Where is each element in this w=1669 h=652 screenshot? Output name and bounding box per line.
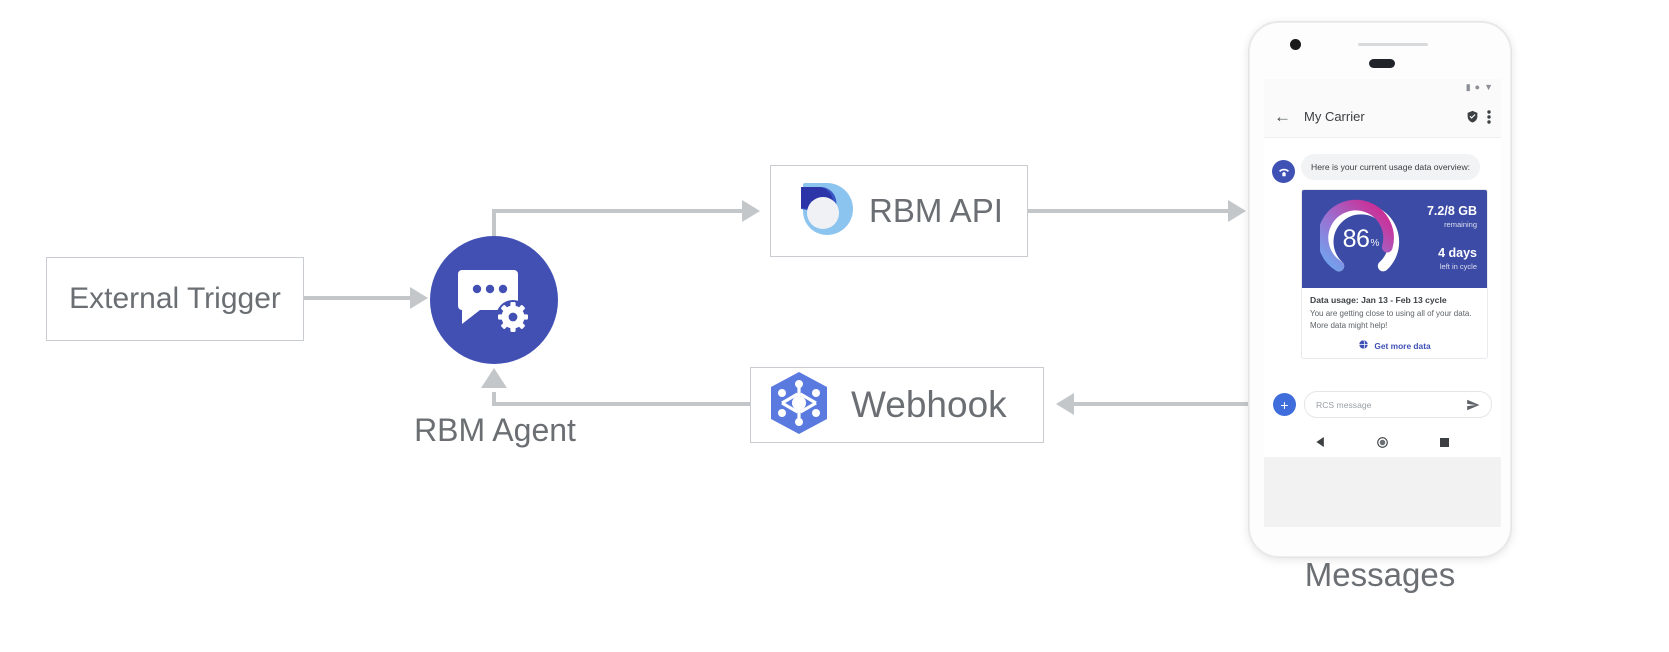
nav-bar: [1264, 427, 1501, 457]
arrow-phone-to-webhook: [1056, 393, 1074, 415]
messages-label: Messages: [1304, 556, 1456, 593]
hero-stat-days-value: 4 days: [1438, 246, 1477, 260]
connector-api-to-phone: [1028, 209, 1228, 213]
get-more-data-button[interactable]: Get more data: [1310, 339, 1479, 352]
status-bar: ▮ ● ▼: [1264, 79, 1501, 96]
message-row: Here is your current usage data overview…: [1272, 154, 1493, 183]
app-bar-title: My Carrier: [1304, 109, 1365, 124]
connector-agent-up: [492, 209, 496, 259]
webhook-box[interactable]: Webhook: [750, 367, 1044, 443]
hero-stat-data-caption: remaining: [1444, 219, 1477, 229]
nav-recents-square-icon[interactable]: [1440, 437, 1449, 447]
dot-icon: ●: [1474, 82, 1481, 92]
webhook-hexagon-icon: [763, 367, 835, 444]
gauge-unit: %: [1370, 237, 1380, 249]
usage-gauge-value: 86 %: [1320, 198, 1402, 280]
connector-webhook-to-agent: [494, 402, 750, 406]
hero-stat-days: 4 days left in cycle: [1438, 246, 1477, 271]
rbm-api-box[interactable]: RBM API: [770, 165, 1028, 257]
carrier-wifi-avatar-icon: [1272, 160, 1295, 183]
phone-chin: [1264, 457, 1501, 527]
more-vert-icon[interactable]: [1487, 109, 1491, 124]
send-icon[interactable]: [1466, 398, 1480, 412]
rbm-api-label: RBM API: [869, 192, 1003, 229]
connector-phone-to-webhook: [1074, 402, 1254, 406]
external-trigger-label: External Trigger: [69, 282, 281, 315]
rich-card-title: Data usage: Jan 13 - Feb 13 cycle: [1310, 295, 1447, 305]
globe-icon: [1358, 339, 1369, 352]
arrow-api-to-phone: [1228, 200, 1246, 222]
message-bubble-text: Here is your current usage data overview…: [1301, 154, 1481, 181]
rbm-agent-node[interactable]: [430, 236, 558, 364]
nav-back-triangle-icon[interactable]: [1316, 437, 1325, 447]
app-bar: ← My Carrier: [1264, 96, 1501, 138]
connector-agent-up-return: [492, 392, 496, 406]
signal-icon: ▮: [1465, 82, 1471, 92]
webhook-label: Webhook: [851, 384, 1007, 425]
phone-speaker: [1369, 59, 1395, 68]
arrow-agent-to-api: [742, 200, 760, 222]
composer: + RCS message: [1264, 391, 1501, 418]
back-arrow-icon[interactable]: ←: [1274, 107, 1291, 126]
verified-shield-icon[interactable]: [1466, 110, 1479, 123]
rbm-api-icon: [787, 175, 855, 248]
connector-agent-to-api: [492, 209, 742, 213]
phone-screen: ▮ ● ▼ ← My Carrier: [1264, 79, 1501, 457]
phone-mockup: ▮ ● ▼ ← My Carrier: [1249, 22, 1511, 557]
hero-stat-data: 7.2/8 GB remaining: [1427, 204, 1477, 229]
hero-stat-days-caption: left in cycle: [1439, 261, 1477, 271]
usage-gauge-icon: [1320, 199, 1400, 272]
phone-camera-icon: [1290, 39, 1301, 50]
phone-earpiece: [1358, 43, 1428, 46]
chat-gear-icon: [430, 236, 558, 364]
battery-icon: ▼: [1484, 82, 1493, 92]
rich-card-body: Data usage: Jan 13 - Feb 13 cycle You ar…: [1302, 288, 1487, 358]
rbm-agent-label: RBM Agent: [414, 412, 576, 448]
rich-card[interactable]: 86 % 7.2/8 GB remaining 4 days left in c…: [1301, 189, 1488, 360]
plus-icon[interactable]: +: [1273, 393, 1296, 416]
connector-trigger-to-agent: [304, 296, 410, 300]
arrow-webhook-to-agent: [481, 368, 507, 388]
rcs-message-placeholder: RCS message: [1316, 399, 1372, 410]
rich-card-description: You are getting close to using all of yo…: [1310, 309, 1472, 330]
hero-stat-data-value: 7.2/8 GB: [1426, 204, 1477, 218]
external-trigger-box[interactable]: External Trigger: [46, 257, 304, 341]
rich-card-hero: 86 % 7.2/8 GB remaining 4 days left in c…: [1302, 190, 1487, 288]
rcs-message-input[interactable]: RCS message: [1304, 391, 1492, 418]
nav-home-circle-icon[interactable]: [1377, 436, 1388, 448]
get-more-data-label: Get more data: [1374, 340, 1431, 351]
conversation: Here is your current usage data overview…: [1264, 138, 1501, 360]
arrow-trigger-to-agent: [410, 287, 428, 309]
gauge-number: 86: [1342, 224, 1370, 253]
